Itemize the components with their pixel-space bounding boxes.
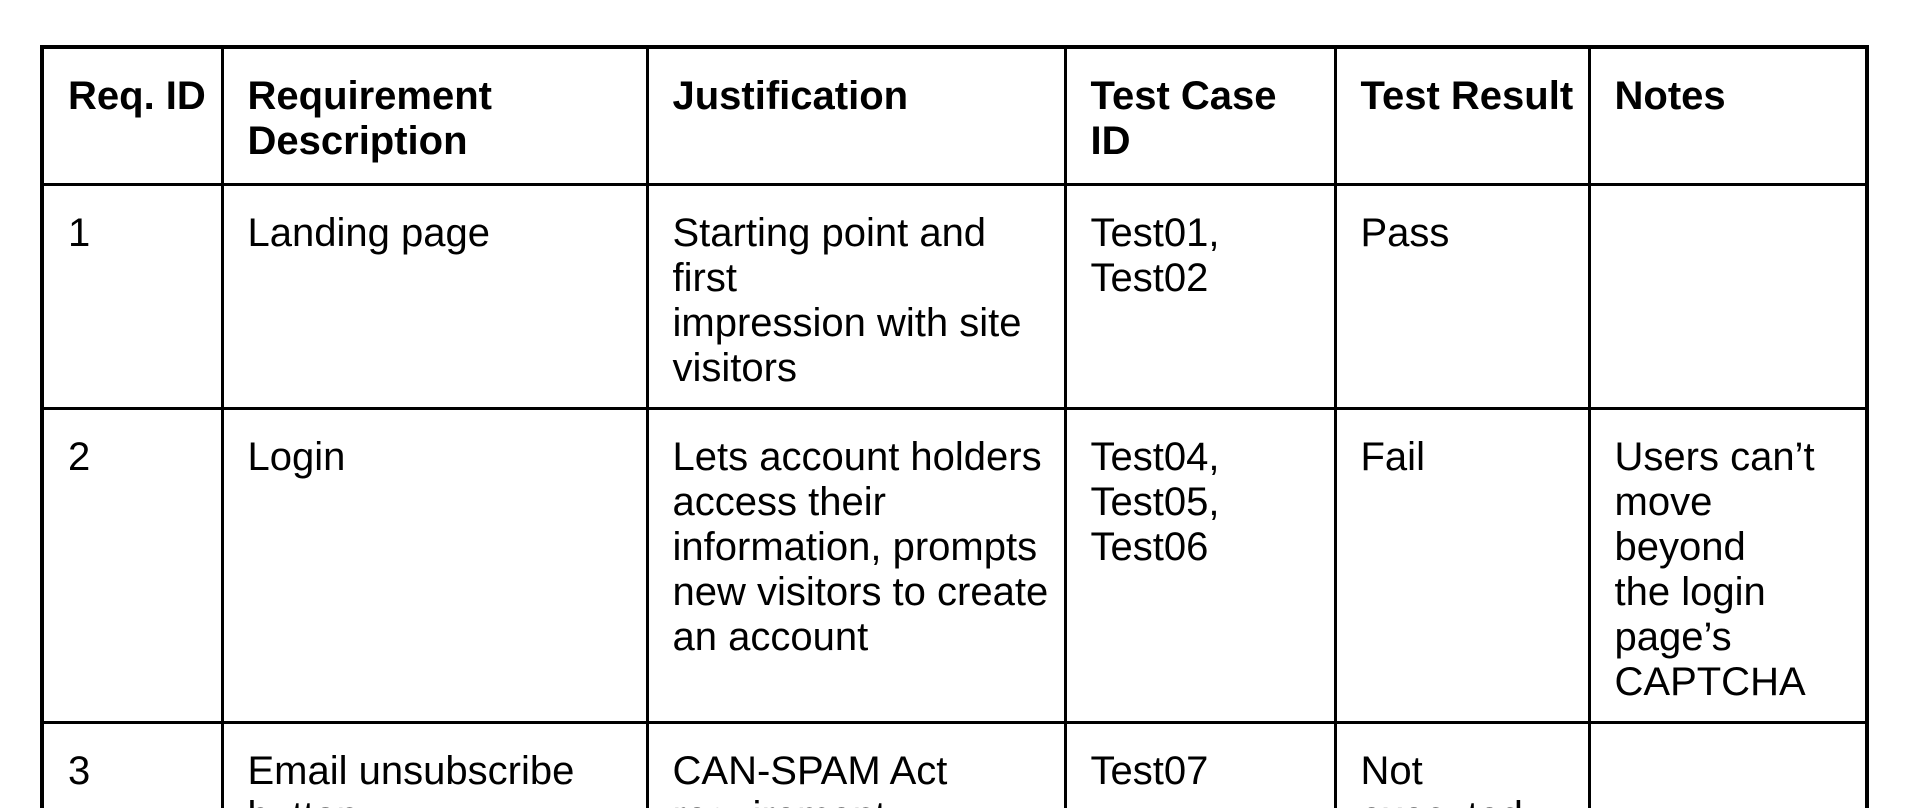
- cell-justification: Lets account holders access their inform…: [645, 406, 1067, 724]
- cell-test-result: Pass: [1333, 182, 1591, 410]
- table-row: 3 Email unsubscribe button CAN-SPAM Act …: [40, 720, 1869, 808]
- header-cell-requirement-description: Requirement Description: [220, 45, 649, 186]
- cell-test-case-id: Test01, Test02: [1063, 182, 1337, 410]
- cell-requirement-description: Landing page: [220, 182, 649, 410]
- header-cell-test-result: Test Result: [1333, 45, 1591, 186]
- cell-justification: CAN-SPAM Act requirement: [645, 720, 1067, 808]
- header-cell-req-id: Req. ID: [40, 45, 224, 186]
- table-header-row: Req. ID Requirement Description Justific…: [40, 45, 1869, 186]
- cell-justification: Starting point and first impression with…: [645, 182, 1067, 410]
- cell-test-result: Not executed: [1333, 720, 1591, 808]
- requirements-table: Req. ID Requirement Description Justific…: [40, 45, 1869, 808]
- cell-req-id: 1: [40, 182, 224, 410]
- cell-req-id: 2: [40, 406, 224, 724]
- cell-test-result: Fail: [1333, 406, 1591, 724]
- cell-notes: Users can’t move beyond the login page’s…: [1587, 406, 1869, 724]
- header-cell-justification: Justification: [645, 45, 1067, 186]
- cell-notes: [1587, 720, 1869, 808]
- cell-req-id: 3: [40, 720, 224, 808]
- cell-notes: [1587, 182, 1869, 410]
- cell-requirement-description: Login: [220, 406, 649, 724]
- cell-requirement-description: Email unsubscribe button: [220, 720, 649, 808]
- cell-test-case-id: Test07: [1063, 720, 1337, 808]
- table-row: 1 Landing page Starting point and first …: [40, 182, 1869, 410]
- cell-test-case-id: Test04, Test05, Test06: [1063, 406, 1337, 724]
- table-row: 2 Login Lets account holders access thei…: [40, 406, 1869, 724]
- header-cell-test-case-id: Test Case ID: [1063, 45, 1337, 186]
- header-cell-notes: Notes: [1587, 45, 1869, 186]
